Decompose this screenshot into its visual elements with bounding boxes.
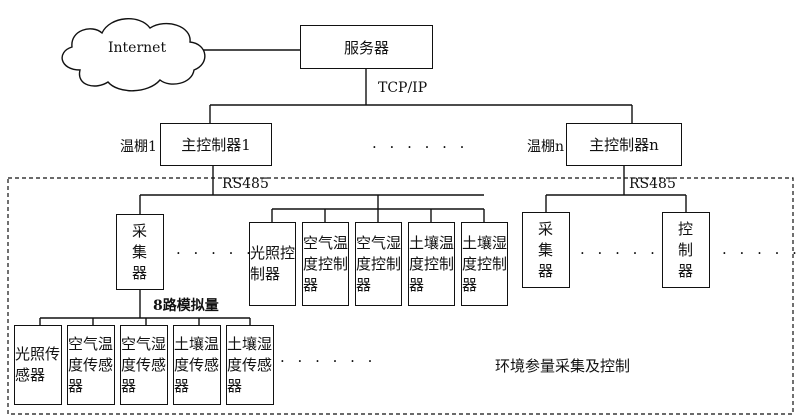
actuator-air-humidity-controller: 空气湿度控制器 (355, 222, 402, 306)
sensor-air-temp: 空气温度传感器 (67, 325, 115, 405)
main-controller-n-label: 主控制器n (589, 136, 659, 154)
sensor-air-humidity: 空气湿度传感器 (120, 325, 168, 405)
actuator-label: 空气湿度控制器 (356, 233, 402, 294)
greenhouse-1-label: 温棚1 (120, 139, 157, 155)
controller-n-label: 控制器 (678, 219, 694, 280)
sensor-label: 空气湿度传感器 (121, 334, 167, 395)
collector-n-label: 采集器 (538, 219, 554, 280)
server-node: 服务器 (300, 25, 433, 69)
collector-n-ellipsis: · · · · · · (580, 244, 677, 262)
sensor-label: 空气温度传感器 (68, 334, 114, 395)
actuator-soil-temp-controller: 土壤温度控制器 (408, 222, 455, 306)
actuator-label: 空气温度控制器 (303, 233, 349, 294)
sensor-soil-humidity: 土壤湿度传感器 (226, 325, 274, 405)
sensor-soil-temp: 土壤温度传感器 (173, 325, 221, 405)
environment-region-border (7, 177, 794, 415)
actuator-label: 土壤温度控制器 (409, 233, 455, 294)
actuator-label: 土壤湿度控制器 (462, 233, 508, 294)
internet-cloud-shape (61, 18, 206, 92)
tcpip-label: TCP/IP (378, 80, 428, 96)
sensor-light: 光照传感器 (14, 325, 62, 405)
collector-n: 采集器 (522, 212, 570, 288)
main-controller-1-label: 主控制器1 (181, 136, 251, 154)
controller-n-ellipsis: · · · · · · (722, 244, 800, 262)
main-controller-n: 主控制器n (566, 123, 682, 166)
sensor-label: 土壤湿度传感器 (227, 334, 273, 395)
actuator-light-controller: 光照控制器 (249, 222, 296, 306)
collector-1: 采集器 (116, 214, 164, 290)
greenhouse-ellipsis: · · · · · · (372, 138, 469, 156)
actuator-soil-humidity-controller: 土壤湿度控制器 (461, 222, 508, 306)
environment-region-caption: 环境参量采集及控制 (495, 357, 631, 375)
rs485-label-1: RS485 (222, 176, 269, 192)
actuator-label: 光照控制器 (250, 244, 296, 283)
controller-n: 控制器 (662, 212, 710, 288)
actuator-air-temp-controller: 空气温度控制器 (302, 222, 349, 306)
sensor-label: 土壤温度传感器 (174, 334, 220, 395)
collector-ellipsis: · · · · · · (176, 244, 273, 262)
collector-1-label: 采集器 (132, 221, 148, 282)
sensor-ellipsis: · · · · · · (280, 352, 377, 370)
greenhouse-n-label: 温棚n (527, 139, 565, 155)
rs485-label-n: RS485 (629, 176, 676, 192)
server-label: 服务器 (343, 38, 389, 57)
internet-label: Internet (108, 40, 167, 56)
sensor-label: 光照传感器 (15, 345, 61, 384)
main-controller-1: 主控制器1 (160, 123, 272, 166)
analog-channels-label: 8路模拟量 (153, 298, 219, 314)
